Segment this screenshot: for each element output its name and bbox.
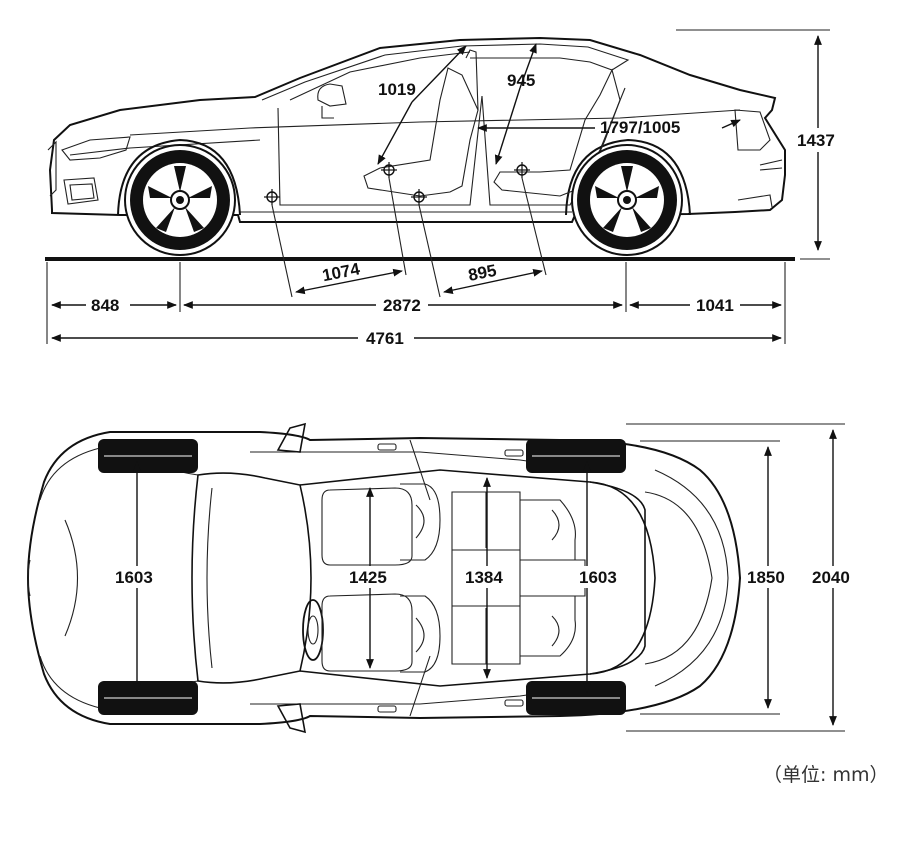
side-car-body (47, 36, 786, 256)
top-car-body (26, 422, 742, 734)
label-wheelbase: 2872 (383, 296, 421, 315)
unit-note: （单位: mm） (763, 764, 888, 786)
label-width-mirrors: 2040 (812, 568, 850, 587)
label-front-overhang: 848 (91, 296, 119, 315)
label-width: 1850 (747, 568, 785, 587)
top-view: 1603 1425 1384 1603 1850 2040 (26, 422, 860, 734)
label-length: 4761 (366, 329, 404, 348)
seat-reference-points (263, 161, 531, 206)
label-height: 1437 (797, 131, 835, 150)
front-seats (321, 483, 441, 673)
label-front-to-rear-seat: 1797/1005 (600, 118, 680, 137)
headroom-arrows (377, 43, 741, 165)
label-front-track: 1603 (115, 568, 153, 587)
label-rear-overhang: 1041 (696, 296, 734, 315)
legroom-dimensions (271, 177, 547, 298)
label-legroom-front: 1074 (321, 259, 362, 285)
label-headroom-rear: 945 (507, 71, 535, 90)
label-shoulder-rear: 1384 (465, 568, 503, 587)
label-headroom-front: 1019 (378, 80, 416, 99)
label-rear-track: 1603 (579, 568, 617, 587)
label-shoulder-front: 1425 (349, 568, 387, 587)
side-view: 1019 945 1797/1005 1437 1074 895 (45, 29, 840, 349)
